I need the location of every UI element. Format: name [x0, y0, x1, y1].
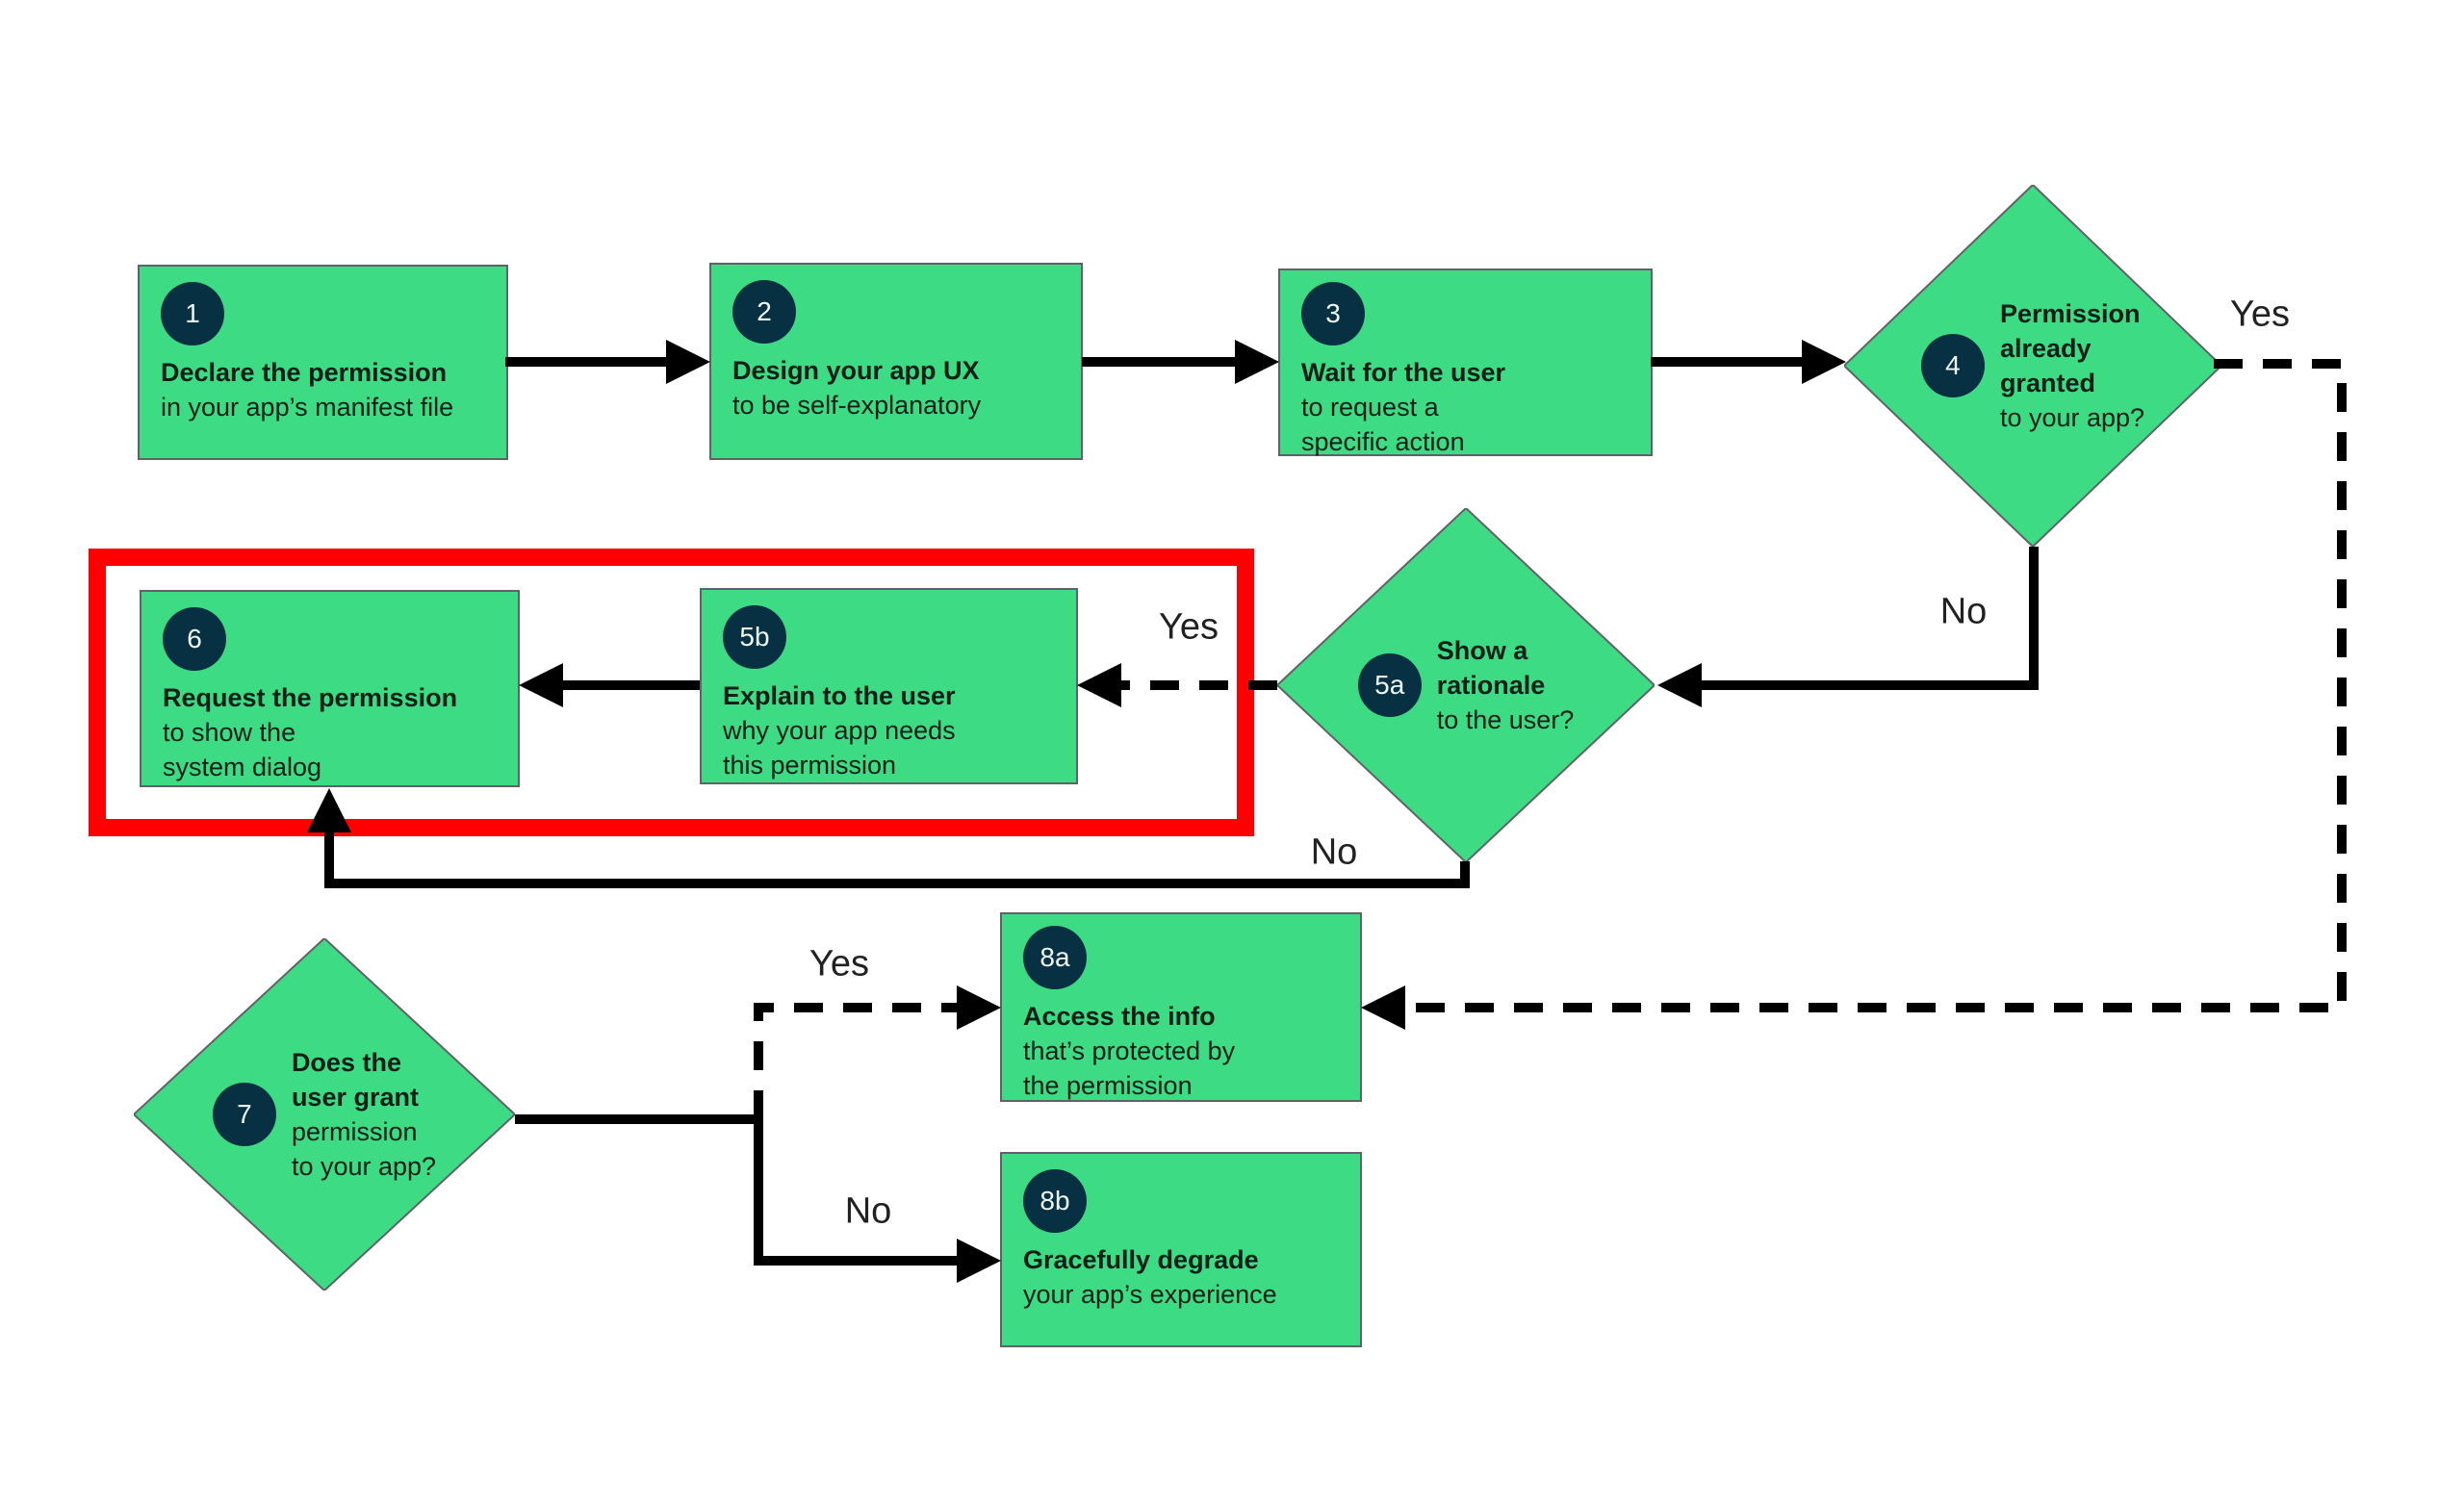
badge-number: 5b [739, 622, 770, 652]
step-1-box: 1 Declare the permission in your app’s m… [138, 265, 508, 460]
step-3-badge: 3 [1301, 282, 1365, 345]
decision-7-badge: 7 [212, 1083, 276, 1146]
decision-5a-title-line2: rationale [1436, 671, 1546, 700]
diamond-shape [134, 938, 515, 1291]
step-5b-box: 5b Explain to the user why your app need… [700, 588, 1078, 784]
label-yes-decision-7: Yes [809, 943, 869, 985]
badge-number: 4 [1945, 350, 1961, 380]
label-yes-decision-5a: Yes [1159, 606, 1219, 648]
step-3-title: Wait for the user [1301, 358, 1506, 387]
step-2-title: Design your app UX [732, 356, 980, 385]
step-8a-subtitle-line2: the permission [1023, 1071, 1193, 1100]
step-8a-subtitle-line1: that’s protected by [1023, 1036, 1236, 1065]
step-8b-badge: 8b [1023, 1169, 1087, 1233]
decision-5a-diamond: 5a Show a rationale to the user? [1277, 508, 1655, 862]
step-6-title: Request the permission [163, 683, 458, 712]
decision-5a-badge: 5a [1357, 653, 1422, 717]
decision-7-subtitle-line2: to your app? [291, 1152, 437, 1181]
badge-number: 8b [1040, 1186, 1070, 1215]
step-8b-title: Gracefully degrade [1023, 1245, 1259, 1274]
step-2-subtitle: to be self-explanatory [732, 391, 982, 420]
badge-number: 8a [1040, 942, 1070, 972]
edge-7-no-to-8b [515, 1114, 1001, 1284]
decision-5a-title-line1: Show a [1436, 636, 1528, 665]
label-yes-decision-4: Yes [2230, 294, 2290, 335]
decision-4-diamond: 4 Permission already granted to your app… [1844, 185, 2221, 547]
step-5b-subtitle-line2: this permission [723, 751, 897, 780]
label-no-decision-5a: No [1310, 831, 1358, 873]
step-3-box: 3 Wait for the user to request a specifi… [1278, 269, 1653, 456]
step-2-box: 2 Design your app UX to be self-explanat… [709, 263, 1083, 460]
step-2-badge: 2 [732, 280, 796, 344]
step-8a-title: Access the info [1023, 1002, 1216, 1031]
step-3-subtitle-line2: specific action [1301, 427, 1465, 456]
label-no-decision-7: No [844, 1190, 892, 1232]
decision-4-title-line2: already [1999, 334, 2092, 363]
step-6-subtitle-line1: to show the [163, 718, 296, 747]
step-8b-box: 8b Gracefully degrade your app’s experie… [1000, 1152, 1362, 1347]
decision-7-diamond: 7 Does the user grant permission to your… [134, 938, 515, 1291]
step-8a-badge: 8a [1023, 926, 1087, 989]
decision-4-subtitle: to your app? [1999, 403, 2145, 432]
step-8b-subtitle: your app’s experience [1023, 1280, 1277, 1309]
decision-5a-subtitle: to the user? [1436, 705, 1575, 734]
decision-4-title-line1: Permission [1999, 299, 2141, 328]
step-3-subtitle-line1: to request a [1301, 393, 1439, 422]
badge-number: 1 [185, 298, 200, 328]
step-1-title: Declare the permission [161, 358, 448, 387]
step-5b-title: Explain to the user [723, 681, 956, 710]
step-1-badge: 1 [161, 282, 224, 345]
decision-4-badge: 4 [1920, 334, 1985, 397]
edge-7-yes-to-8a [754, 985, 1001, 1119]
badge-number: 3 [1325, 298, 1341, 328]
step-6-subtitle-line2: system dialog [163, 753, 322, 781]
badge-number: 2 [757, 296, 772, 326]
step-6-box: 6 Request the permission to show the sys… [140, 590, 520, 787]
decision-7-title-line2: user grant [291, 1083, 419, 1112]
step-6-badge: 6 [163, 607, 226, 671]
decision-4-title-line3: granted [1999, 369, 2095, 397]
badge-number: 6 [187, 624, 202, 653]
step-5b-subtitle-line1: why your app needs [723, 716, 956, 745]
step-8a-box: 8a Access the info that’s protected by t… [1000, 912, 1362, 1102]
step-1-subtitle: in your app’s manifest file [161, 393, 454, 422]
badge-number: 7 [237, 1099, 252, 1129]
label-no-decision-4: No [1939, 591, 1988, 632]
badge-number: 5a [1374, 670, 1405, 700]
decision-7-subtitle-line1: permission [291, 1117, 418, 1146]
step-5b-badge: 5b [723, 605, 786, 669]
decision-7-title-line1: Does the [291, 1048, 401, 1077]
